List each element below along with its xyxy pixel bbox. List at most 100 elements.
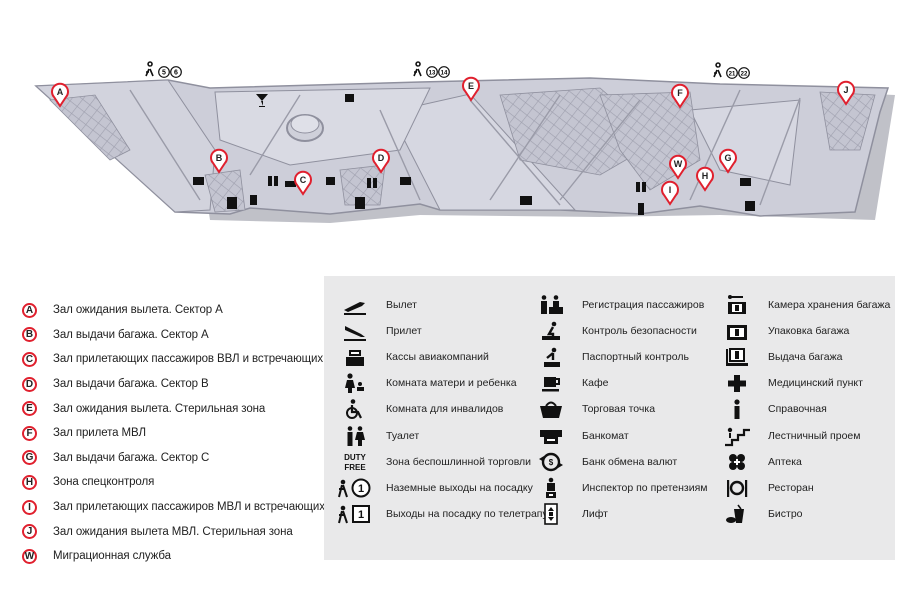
zone-label: Зал выдачи багажа. Сектор А	[53, 328, 209, 341]
airline-ticket-office-icon	[338, 346, 372, 368]
gate-number-circle	[438, 66, 450, 78]
legend-label: Аптека	[768, 455, 802, 468]
shop-icon	[285, 181, 296, 187]
information-icon	[720, 398, 754, 420]
map-pin-w[interactable]: W	[669, 154, 687, 180]
map-pin-j[interactable]: J	[837, 80, 855, 106]
legend-item: Контроль безопасности	[534, 318, 708, 344]
legend-item: Паспортный контроль	[534, 344, 708, 370]
legend-item: Вылет	[338, 292, 548, 318]
elevator-icon	[534, 502, 568, 525]
map-pin-f[interactable]: F	[671, 83, 689, 109]
legend-item: Камера хранения багажа	[720, 292, 890, 318]
map-pin-d[interactable]: D	[372, 148, 390, 174]
legend-label: Банк обмена валют	[582, 455, 678, 468]
legend-label: Камера хранения багажа	[768, 299, 891, 312]
bistro-icon	[720, 503, 754, 525]
legend-label: Выходы на посадку по телетрапу	[386, 507, 548, 520]
zone-letter-badge: W	[22, 548, 37, 564]
map-pin-c[interactable]: C	[294, 170, 312, 196]
legend-item: Лестничный проем	[720, 422, 890, 448]
security-check-icon	[534, 320, 568, 342]
map-pin-letter: B	[216, 153, 223, 163]
legend-item: Упаковка багажа	[720, 318, 890, 344]
map-pin-letter: F	[677, 88, 683, 98]
passport-control-icon	[534, 346, 568, 368]
bar-icon	[256, 94, 268, 107]
toilet-icon	[367, 178, 371, 188]
cafe-icon	[326, 177, 335, 185]
elevator-icon	[638, 203, 644, 215]
walking-passenger-icon	[413, 61, 422, 77]
legend-item: Ресторан	[720, 475, 890, 501]
currency-exchange-icon: $	[534, 451, 568, 473]
zone-label: Зал прилета МВЛ	[53, 427, 146, 440]
legend-label: Инспектор по претензиям	[582, 481, 708, 494]
map-pin-h[interactable]: H	[696, 166, 714, 192]
luggage-storage-icon	[520, 196, 532, 205]
ground-gate-icon: 1	[338, 477, 372, 499]
legend-item: Прилет	[338, 318, 548, 344]
map-pin-a[interactable]: A	[51, 82, 69, 108]
gate-number: 6	[174, 70, 178, 77]
map-pin-letter: D	[378, 153, 385, 163]
gate-number-circle	[726, 67, 738, 79]
legend-item: Справочная	[720, 396, 890, 422]
zone-label: Зал ожидания вылета МВЛ. Стерильная зона	[53, 525, 293, 538]
zone-label: Зал прилетающих пассажиров ВВЛ и встреча…	[53, 353, 323, 366]
toilet-icon	[636, 182, 640, 192]
map-pin-i[interactable]: I	[661, 180, 679, 206]
legend-label: Лестничный проем	[768, 429, 861, 442]
zone-label: Зал прилетающих пассажиров МВЛ и встреча…	[53, 501, 325, 514]
elevator-icon	[250, 195, 257, 205]
legend-item: Инспектор по претензиям	[534, 475, 708, 501]
legend-label: Торговая точка	[582, 403, 656, 416]
legend-label: Лифт	[582, 507, 608, 520]
check-in-icon	[534, 294, 568, 316]
legend-label: Паспортный контроль	[582, 351, 689, 364]
toilet-icon	[338, 425, 372, 447]
shop-icon	[534, 398, 568, 420]
legend-label: Выдача багажа	[768, 351, 843, 364]
legend-label: Медицинский пункт	[768, 377, 863, 390]
zone-letter-badge: B	[22, 327, 37, 343]
legend-item: Кафе	[534, 370, 708, 396]
zone-label: Зал ожидания вылета. Сектор А	[53, 304, 223, 317]
map-pin-letter: I	[669, 185, 672, 195]
legend-label: Туалет	[386, 429, 420, 442]
baggage-claim-icon	[400, 177, 411, 185]
pharmacy-icon	[720, 451, 754, 473]
gate-number: 5	[162, 70, 166, 77]
map-pin-g[interactable]: G	[719, 148, 737, 174]
legend-item: Комната матери и ребенка	[338, 370, 548, 396]
legend-label: Наземные выходы на посадку	[386, 481, 533, 494]
wheelchair-icon	[338, 398, 372, 420]
map-pin-b[interactable]: B	[210, 148, 228, 174]
first-aid-icon	[720, 372, 754, 394]
legend-label: Контроль безопасности	[582, 325, 697, 338]
gate-number: 21	[729, 72, 736, 78]
gate-number-circle	[738, 67, 750, 79]
mother-child-room-icon	[338, 372, 372, 394]
legend-label: Бистро	[768, 507, 803, 520]
zone-label: Зал выдачи багажа. Сектор В	[53, 378, 209, 391]
legend-item: Выдача багажа	[720, 344, 890, 370]
gate-number-circle	[426, 66, 438, 78]
baggage-claim-icon	[740, 178, 751, 186]
zone-label: Зал ожидания вылета. Стерильная зона	[53, 402, 266, 415]
legend-item: Регистрация пассажиров	[534, 292, 708, 318]
legend-label: Комната для инвалидов	[386, 403, 504, 416]
baggage-claim-icon	[720, 346, 754, 368]
walking-passenger-icon	[145, 61, 154, 77]
legend-label: Ресторан	[768, 481, 814, 494]
gate-number: 22	[741, 72, 748, 78]
toilet-icon	[268, 176, 272, 186]
map-pin-e[interactable]: E	[462, 76, 480, 102]
arrival-icon	[338, 320, 372, 342]
